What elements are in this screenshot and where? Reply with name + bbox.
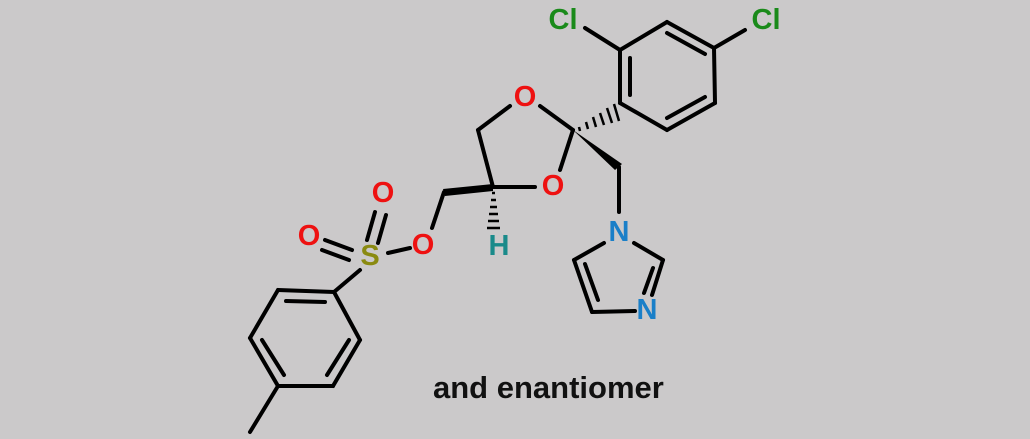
caption: and enantiomer [433, 370, 664, 405]
atom-cl-right: Cl [752, 4, 781, 36]
wedge-bond-ch2 [573, 130, 622, 170]
wedge-bond-ch2o [443, 184, 493, 196]
atom-n-imidazole-3: N [637, 294, 658, 326]
atom-o-ring-bottom: O [542, 170, 565, 202]
atom-labels: Cl Cl O O O O O S H N N [298, 4, 781, 326]
atom-o-ester: O [412, 229, 435, 261]
hash-bond-aryl [577, 103, 621, 132]
atom-o-ring-top: O [514, 81, 537, 113]
hash-bond-h [487, 191, 500, 230]
atom-sulfur: S [360, 240, 379, 272]
atom-o-sulfonyl-left: O [298, 220, 321, 252]
bonds [248, 20, 747, 434]
atom-o-sulfonyl-top: O [372, 177, 395, 209]
atom-n-imidazole-1: N [609, 216, 630, 248]
atom-cl-left: Cl [549, 4, 578, 36]
atom-hydrogen: H [489, 230, 510, 262]
